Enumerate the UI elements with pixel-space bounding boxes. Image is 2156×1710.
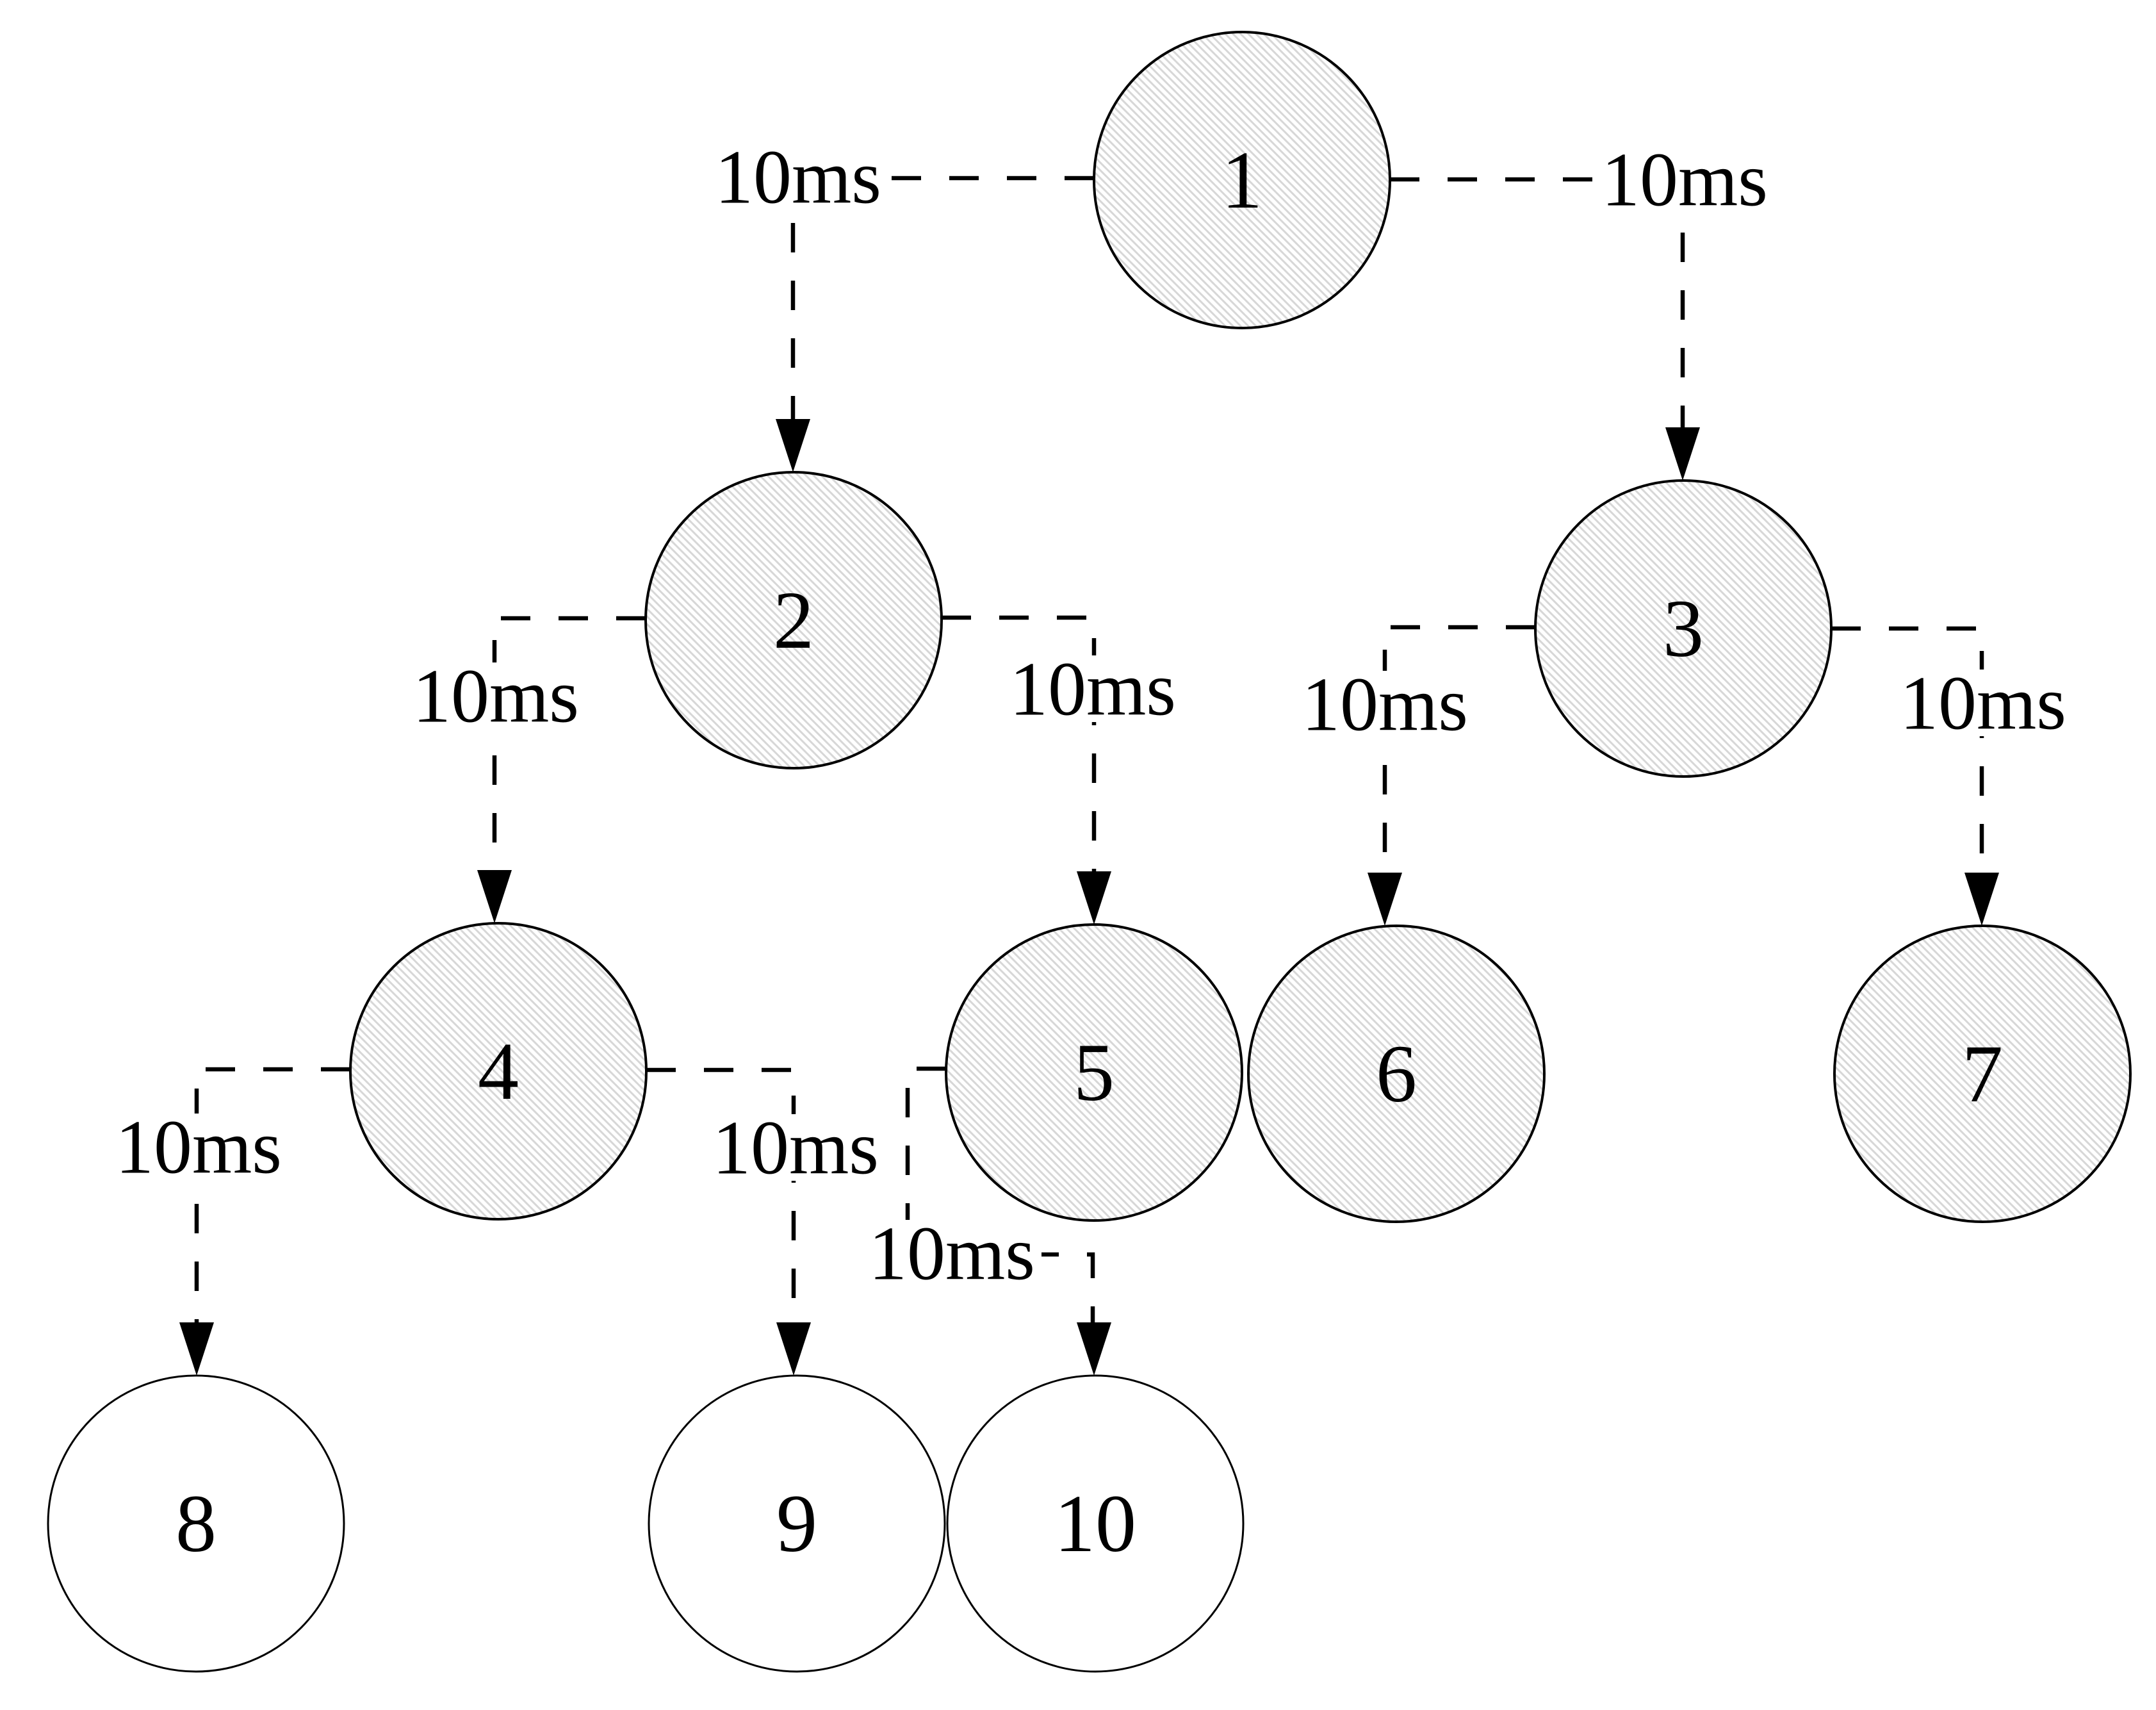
node-circle-1: [1093, 31, 1391, 329]
edge-label-group-2-5: 10ms: [1003, 646, 1182, 732]
arrowhead-icon-1-3: [1665, 427, 1700, 481]
edge-delay-label-3-7: 10ms: [1900, 661, 2066, 746]
arrowhead-icon-3-6: [1368, 873, 1402, 926]
arrowhead-icon-1-2: [776, 419, 810, 472]
edge-label-group-1-3: 10ms: [1595, 137, 1774, 222]
edge-5-10: [905, 1066, 1111, 1376]
node-circle-7: [1833, 925, 2132, 1223]
node-circle-9: [648, 1374, 946, 1673]
arrowhead-icon-4-8: [179, 1322, 214, 1376]
edge-4-8: [179, 1067, 350, 1376]
edge-label-bg-2-5: [1003, 655, 1182, 722]
node-number-8: 8: [176, 1478, 216, 1569]
edge-label-group-3-6: 10ms: [1295, 662, 1474, 747]
node-8: 8: [47, 1374, 345, 1673]
edge-delay-label-3-6: 10ms: [1302, 662, 1468, 747]
node-number-5: 5: [1074, 1027, 1115, 1118]
edge-path-3-7: [1831, 626, 1984, 873]
node-number-9: 9: [776, 1478, 817, 1569]
node-number-7: 7: [1962, 1028, 2003, 1119]
edge-2-4: [477, 616, 646, 923]
node-4: 4: [349, 922, 648, 1221]
node-number-4: 4: [478, 1026, 519, 1117]
node-circle-6: [1247, 925, 1546, 1223]
edge-1-3: [1390, 177, 1700, 481]
node-7: 7: [1833, 925, 2132, 1223]
nodes-layer: 1 2 3 4 5 6 7 8 9 10: [47, 31, 2132, 1673]
node-circle-8: [47, 1374, 345, 1673]
node-5: 5: [945, 923, 1243, 1222]
edge-label-bg-3-7: [1893, 670, 2073, 736]
node-circle-4: [349, 922, 648, 1221]
edge-label-bg-2-4: [406, 662, 585, 729]
node-circle-3: [1534, 479, 1833, 778]
arrowhead-icon-5-10: [1077, 1322, 1111, 1376]
arrowhead-icon-2-5: [1077, 871, 1111, 925]
edge-2-5: [942, 615, 1111, 925]
arrowhead-icon-3-7: [1964, 873, 1999, 926]
edge-path-5-10: [905, 1066, 1095, 1322]
edge-label-group-4-9: 10ms: [706, 1105, 885, 1190]
edge-delay-label-4-8: 10ms: [115, 1105, 282, 1190]
node-10: 10: [946, 1374, 1245, 1673]
edge-label-group-4-8: 10ms: [109, 1105, 288, 1190]
edge-label-bg-1-3: [1595, 146, 1774, 213]
node-circle-2: [644, 471, 943, 769]
edge-delay-label-2-4: 10ms: [412, 654, 579, 739]
edge-4-9: [646, 1067, 811, 1376]
node-number-10: 10: [1054, 1478, 1136, 1569]
node-circle-10: [946, 1374, 1245, 1673]
node-1: 1: [1093, 31, 1391, 329]
node-9: 9: [648, 1374, 946, 1673]
edge-3-6: [1368, 625, 1535, 926]
edge-delay-label-4-9: 10ms: [712, 1105, 879, 1190]
edge-label-bg-4-8: [109, 1114, 288, 1180]
edge-label-group-5-10: 10ms: [862, 1211, 1041, 1296]
node-number-1: 1: [1221, 135, 1262, 226]
edge-label-group-2-4: 10ms: [406, 654, 585, 739]
edge-label-bg-3-6: [1295, 671, 1474, 737]
edge-delay-label-1-3: 10ms: [1601, 137, 1768, 222]
node-number-2: 2: [773, 575, 814, 666]
edge-delay-label-1-2: 10ms: [715, 135, 881, 220]
edge-label-bg-1-2: [708, 144, 888, 210]
edge-1-2: [776, 176, 1094, 472]
node-number-6: 6: [1376, 1028, 1417, 1119]
node-number-3: 3: [1663, 583, 1704, 674]
edge-labels-layer: 10ms 10ms 10ms 10ms 10ms 10ms 10ms 10ms 10ms: [109, 135, 2073, 1296]
edge-label-group-3-7: 10ms: [1893, 661, 2073, 746]
edge-path-4-9: [646, 1067, 796, 1322]
edge-label-group-1-2: 10ms: [708, 135, 888, 220]
node-2: 2: [644, 471, 943, 769]
node-circle-5: [945, 923, 1243, 1222]
edge-label-bg-4-9: [706, 1114, 885, 1181]
edge-label-bg-5-10: [862, 1220, 1041, 1287]
edge-delay-label-2-5: 10ms: [1009, 646, 1176, 732]
arrowhead-icon-4-9: [776, 1322, 811, 1376]
node-3: 3: [1534, 479, 1833, 778]
edge-delay-label-5-10: 10ms: [869, 1211, 1035, 1296]
edge-path-3-6: [1382, 625, 1535, 873]
node-6: 6: [1247, 925, 1546, 1223]
arrowhead-icon-2-4: [477, 870, 512, 923]
edge-3-7: [1831, 626, 1999, 926]
